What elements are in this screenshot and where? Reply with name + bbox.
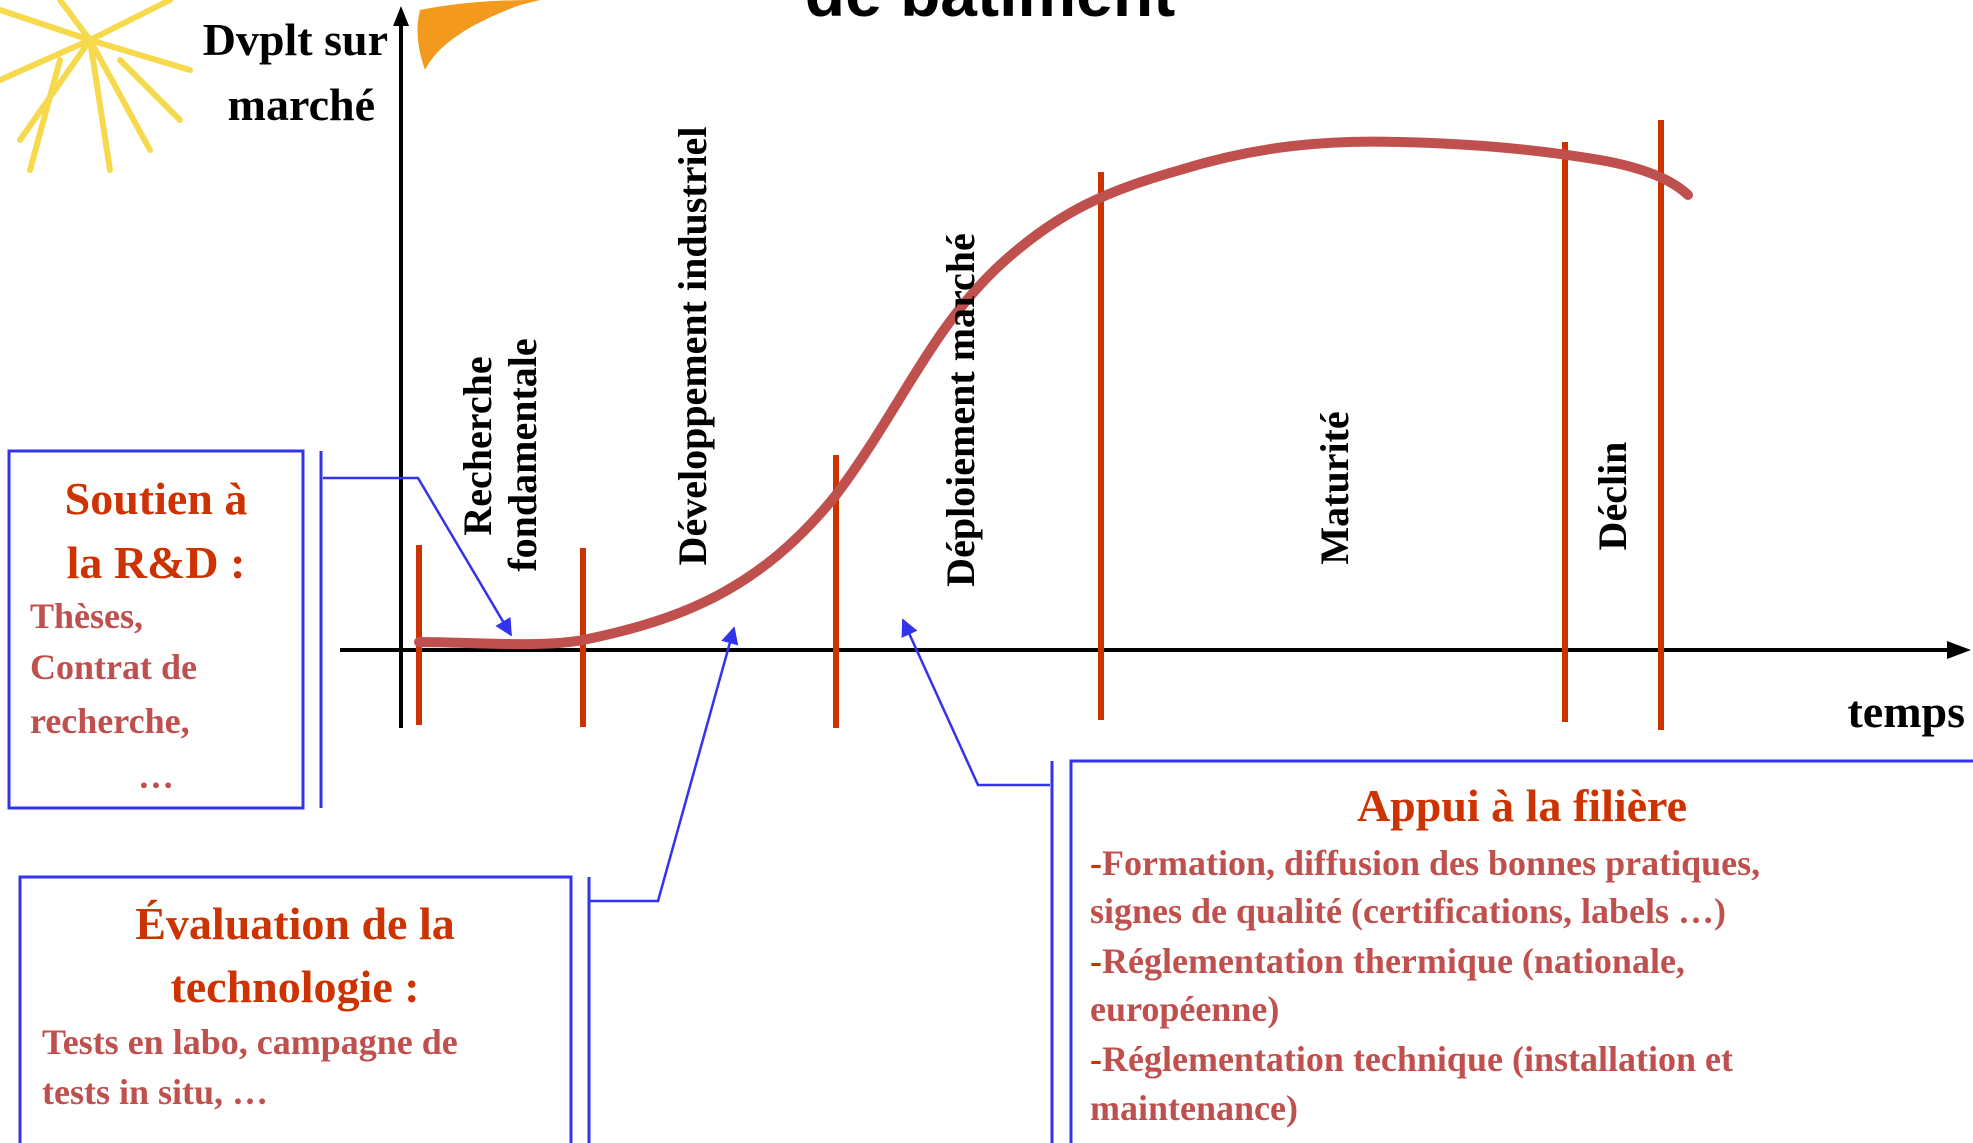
sector-box-dash-3: - [1090,1039,1102,1079]
page-title: de bâtiment [805,0,1175,30]
sector-box-item1-line1: Formation, diffusion des bonnes pratique… [1102,843,1760,883]
sector-box-dash-1: - [1090,843,1102,883]
evaluation-box-body-line1: Tests en labo, campagne de [42,1022,458,1062]
evaluation-box-title-line2: technologie : [170,961,419,1012]
lifecycle-curve [414,136,1693,650]
sector-box-item3-line1: Réglementation technique (installation e… [1102,1039,1733,1079]
y-axis-arrow-icon [393,6,409,26]
svg-text:-Formation, diffusion des bonn: -Formation, diffusion des bonnes pratiqu… [1090,843,1760,883]
sun-logo-icon [0,0,540,173]
rd-support-box: Soutien à la R&D : Thèses, Contrat de re… [7,449,323,810]
sector-box-title: Appui à la filière [1357,780,1687,831]
phase-label-recherche: Recherche [455,356,500,535]
svg-text:-Réglementation thermique (nat: -Réglementation thermique (nationale, [1090,941,1685,981]
phase-label-fondamentale: fondamentale [500,338,545,571]
evaluation-box-body-line2: tests in situ, … [42,1072,268,1112]
axes [340,6,1971,728]
evaluation-box-title-line1: Évaluation de la [135,898,455,949]
y-axis-label-line1: Dvplt sur [203,14,388,65]
sector-support-box: Appui à la filière -Formation, diffusion… [1050,759,1973,1143]
phase-label-declin: Déclin [1590,442,1635,551]
rd-box-body-line3: recherche, [30,701,190,741]
evaluation-connector-arrow [590,626,739,903]
x-axis-label: temps [1847,686,1965,737]
phase-label-maturite: Maturité [1312,411,1357,564]
rd-box-body-line1: Thèses, [30,596,143,636]
x-axis-arrow-icon [1947,641,1971,659]
rd-connector-arrow [323,476,513,637]
rd-box-body-line2: Contrat de [30,647,197,687]
svg-text:-Réglementation technique (ins: -Réglementation technique (installation … [1090,1039,1733,1079]
rd-box-body-line4: … [138,756,174,796]
sector-box-item2-line1: Réglementation thermique (nationale, [1102,941,1685,981]
phase-label-developpement-industriel: Développement industriel [670,127,715,566]
sector-box-dash-2: - [1090,941,1102,981]
phase-label-deploiement-marche: Déploiement marché [938,233,983,587]
rd-box-title-line2: la R&D : [67,537,246,588]
sector-box-item1-line2: signes de qualité (certifications, label… [1090,891,1726,931]
sector-connector-arrow [901,618,1050,787]
rd-box-title-line1: Soutien à [65,473,248,524]
sector-box-item2-line2: européenne) [1090,989,1279,1029]
y-axis-label-line2: marché [228,79,375,130]
sector-box-item3-line2: maintenance) [1090,1088,1298,1128]
evaluation-box: Évaluation de la technologie : Tests en … [18,875,591,1143]
